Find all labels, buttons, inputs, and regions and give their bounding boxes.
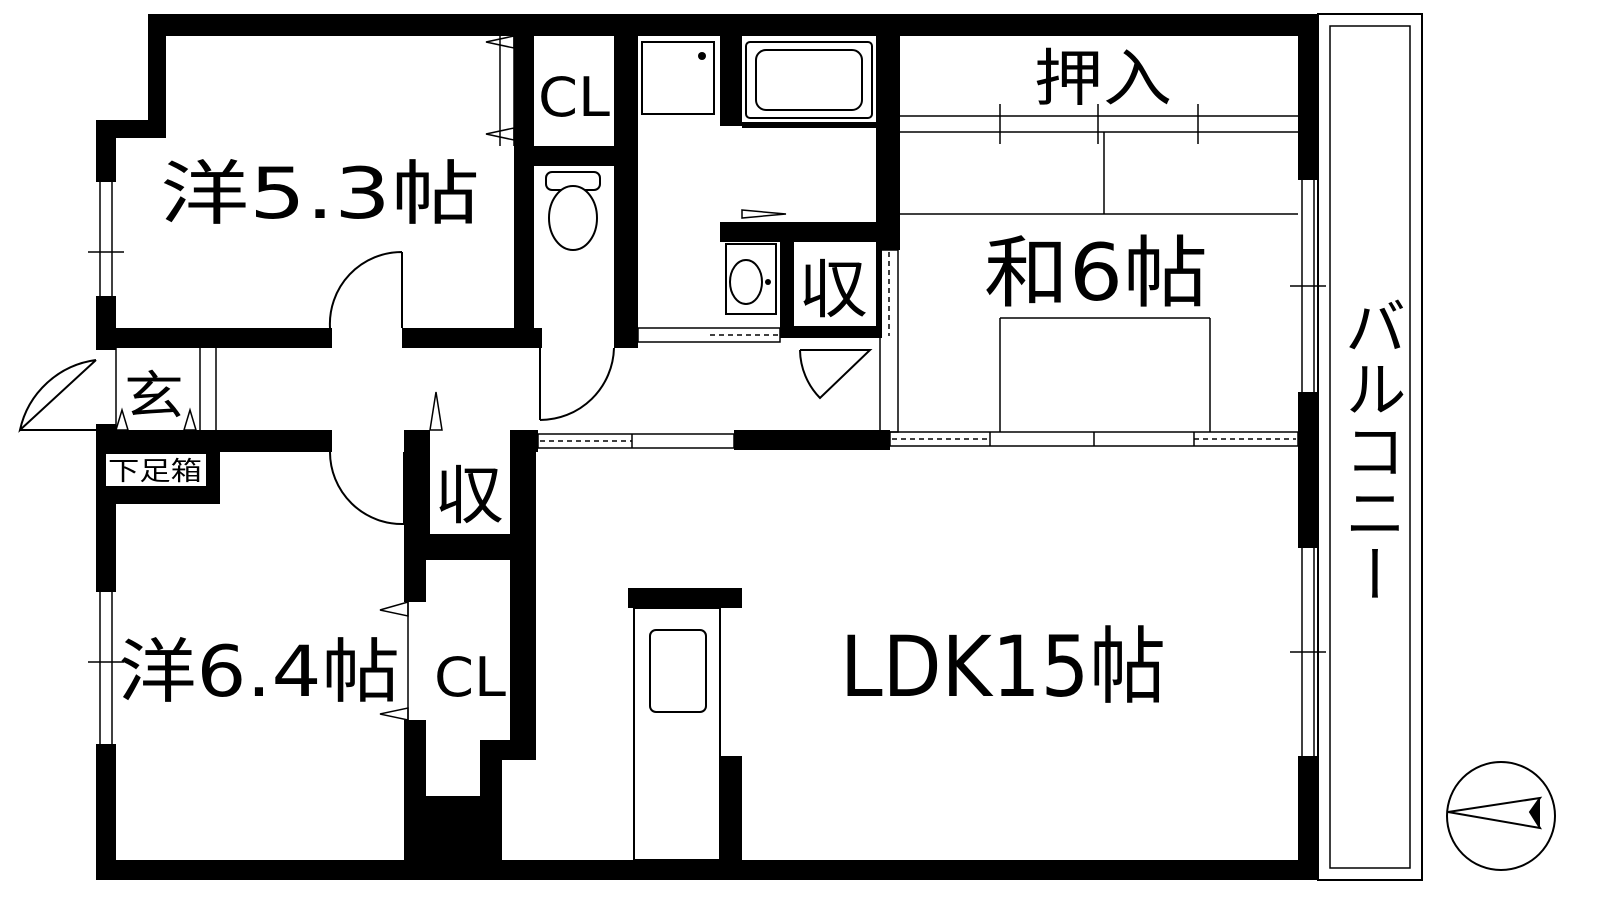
interior-walls (96, 36, 900, 878)
western-room-1-label: 洋5.3帖 (160, 153, 480, 235)
storage1-door (799, 349, 873, 400)
balcony-label: バルコニー (1334, 295, 1407, 605)
room-labels: 洋5.3帖 洋6.4帖 和6帖 LDK15帖 押入 CL CL 収 収 玄 下足… (108, 42, 1407, 716)
entrance-label: 玄 (124, 367, 184, 427)
room1-door (328, 250, 403, 329)
toilet-door (539, 347, 615, 421)
japanese-room-label: 和6帖 (984, 229, 1208, 319)
storage-2-label: 収 (434, 460, 504, 534)
wash-basin-icon (725, 243, 777, 315)
western-room-2-label: 洋6.4帖 (118, 631, 400, 713)
shoe-cabinet-label: 下足箱 (108, 457, 202, 487)
oshiire-label: 押入 (1034, 42, 1172, 115)
compass-icon (1446, 761, 1556, 871)
sliding-partitions (114, 35, 1299, 721)
storage-1-label: 収 (798, 254, 868, 328)
left-windows (88, 182, 124, 744)
bathtub-icon (745, 41, 873, 119)
toilet-icon (545, 171, 601, 251)
washer-pan-icon (641, 41, 715, 115)
closet-2-label: CL (434, 646, 506, 709)
right-windows (1290, 180, 1326, 756)
closet-1-label: CL (538, 66, 610, 129)
fixtures (545, 41, 873, 861)
entrance-door (18, 359, 97, 433)
room2-door (329, 451, 405, 526)
balcony-inner-rail (1329, 25, 1411, 869)
doors (18, 250, 873, 526)
ldk-label: LDK15帖 (840, 618, 1166, 716)
kitchen-sink-icon (633, 607, 721, 861)
